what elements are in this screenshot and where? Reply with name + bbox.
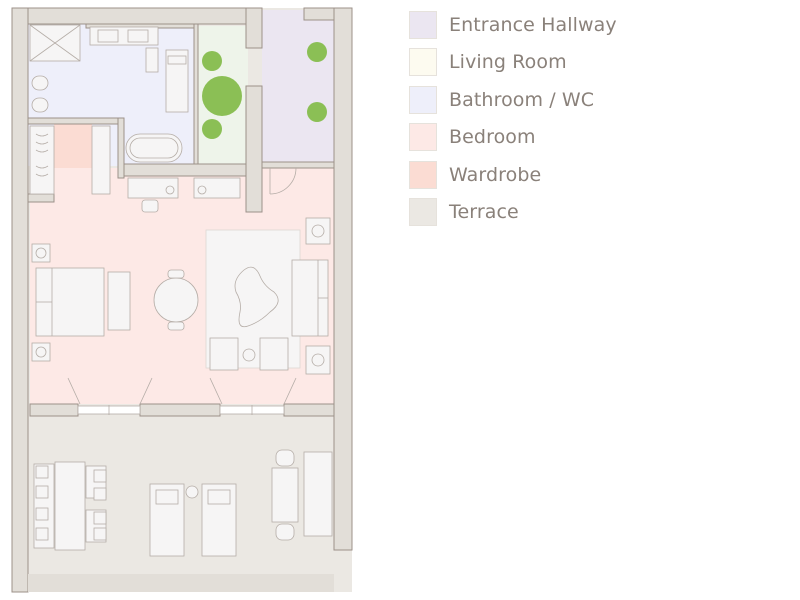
- legend-label: Terrace: [449, 201, 519, 224]
- legend-label: Bathroom / WC: [449, 88, 595, 111]
- bistro-table: [271, 467, 299, 523]
- side-table: [305, 217, 331, 245]
- dining-table: [54, 461, 86, 551]
- legend-swatch: [409, 198, 437, 227]
- legend-label: Entrance Hallway: [449, 13, 617, 36]
- floor-plan: [11, 7, 353, 593]
- legend-label: Living Room: [449, 51, 567, 74]
- legend-item-bedroom: Bedroom: [409, 119, 617, 157]
- legend-swatch: [409, 48, 437, 77]
- armchair: [259, 337, 289, 371]
- desks: [127, 177, 241, 213]
- legend-swatch: [409, 85, 437, 114]
- toilet: [31, 75, 49, 91]
- coffee-table: [234, 266, 279, 328]
- bedroom-furniture: [31, 243, 199, 362]
- legend-item-bathroom-wc: Bathroom / WC: [409, 81, 617, 119]
- side-table: [305, 345, 331, 375]
- walls: [11, 7, 353, 593]
- bench: [303, 451, 333, 537]
- bathroom-fixtures: [29, 24, 189, 163]
- entrance-door: [269, 167, 297, 195]
- legend-item-entrance-hallway: Entrance Hallway: [409, 6, 617, 44]
- legend-item-terrace: Terrace: [409, 194, 617, 232]
- plants: [202, 42, 327, 139]
- wardrobe-closets: [29, 125, 111, 195]
- nightstand: [31, 342, 51, 362]
- living-furniture: [205, 217, 331, 375]
- nightstand: [31, 243, 51, 263]
- legend-item-living-room: Living Room: [409, 44, 617, 82]
- armchair: [209, 337, 239, 371]
- windows: [67, 377, 297, 415]
- legend-swatch: [409, 160, 437, 189]
- daybed: [165, 49, 189, 113]
- bidet: [31, 97, 49, 113]
- bench: [145, 47, 159, 73]
- bench: [107, 271, 131, 331]
- legend-swatch: [409, 123, 437, 152]
- terrace-furniture: [33, 449, 333, 557]
- legend-swatch: [409, 10, 437, 39]
- legend: Entrance Hallway Living Room Bathroom / …: [409, 6, 617, 231]
- entrance-hallway: [262, 10, 334, 168]
- legend-label: Wardrobe: [449, 163, 542, 186]
- legend-item-wardrobe: Wardrobe: [409, 156, 617, 194]
- legend-label: Bedroom: [449, 126, 536, 149]
- round-table: [153, 277, 199, 323]
